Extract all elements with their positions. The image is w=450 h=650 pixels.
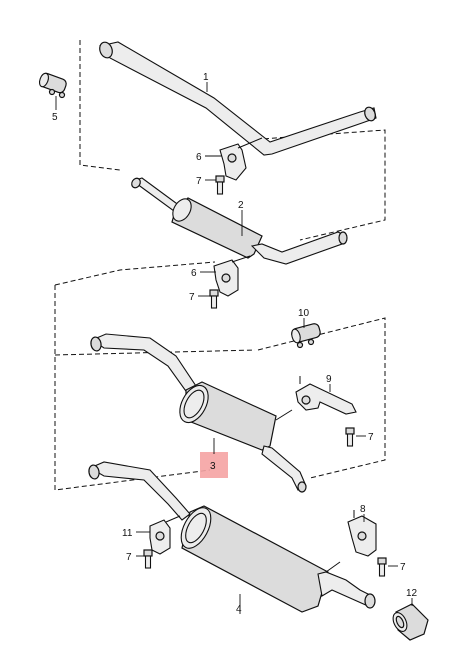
bolt-7-middle [209, 289, 219, 309]
callout-4: 4 [236, 604, 242, 615]
callout-9: 9 [326, 374, 332, 385]
callout-12: 12 [406, 588, 418, 599]
callout-3-highlight [200, 452, 228, 478]
rear-silencer-3 [90, 333, 307, 493]
bracket-9 [295, 376, 357, 415]
callout-2: 2 [238, 200, 244, 211]
front-exhaust-pipe [98, 41, 377, 156]
callout-1: 1 [203, 72, 209, 83]
callout-5: 5 [52, 112, 58, 123]
middle-silencer [131, 177, 348, 265]
bracket-8 [347, 510, 377, 557]
bracket-6-upper [219, 137, 263, 181]
bolt-7-upper [215, 175, 225, 195]
callout-7-bracket-11: 7 [126, 552, 132, 563]
rear-silencer-4 [88, 461, 376, 613]
leader-lines [55, 82, 413, 614]
callout-7-upper: 7 [196, 176, 202, 187]
callout-6-middle: 6 [191, 268, 197, 279]
assembly-outline-upper [79, 40, 386, 241]
callout-3: 3 [210, 461, 216, 472]
bolt-7-bracket-8 [377, 557, 387, 577]
callout-7-middle: 7 [189, 292, 195, 303]
callout-11: 11 [122, 528, 133, 539]
bolt-7-bracket-9 [345, 427, 355, 447]
bracket-6-middle [213, 255, 251, 297]
callout-6-upper: 6 [196, 152, 202, 163]
bracket-11 [149, 515, 181, 555]
callout-7-bracket-9: 7 [368, 432, 374, 443]
callout-10: 10 [298, 308, 310, 319]
tail-pipe-trim-12 [392, 603, 429, 641]
pipe-clamp-10 [291, 323, 321, 349]
callout-7-bracket-8: 7 [400, 562, 406, 573]
bolt-7-bracket-11 [143, 549, 153, 569]
pipe-clamp-5 [38, 72, 67, 99]
callout-8: 8 [360, 504, 366, 515]
